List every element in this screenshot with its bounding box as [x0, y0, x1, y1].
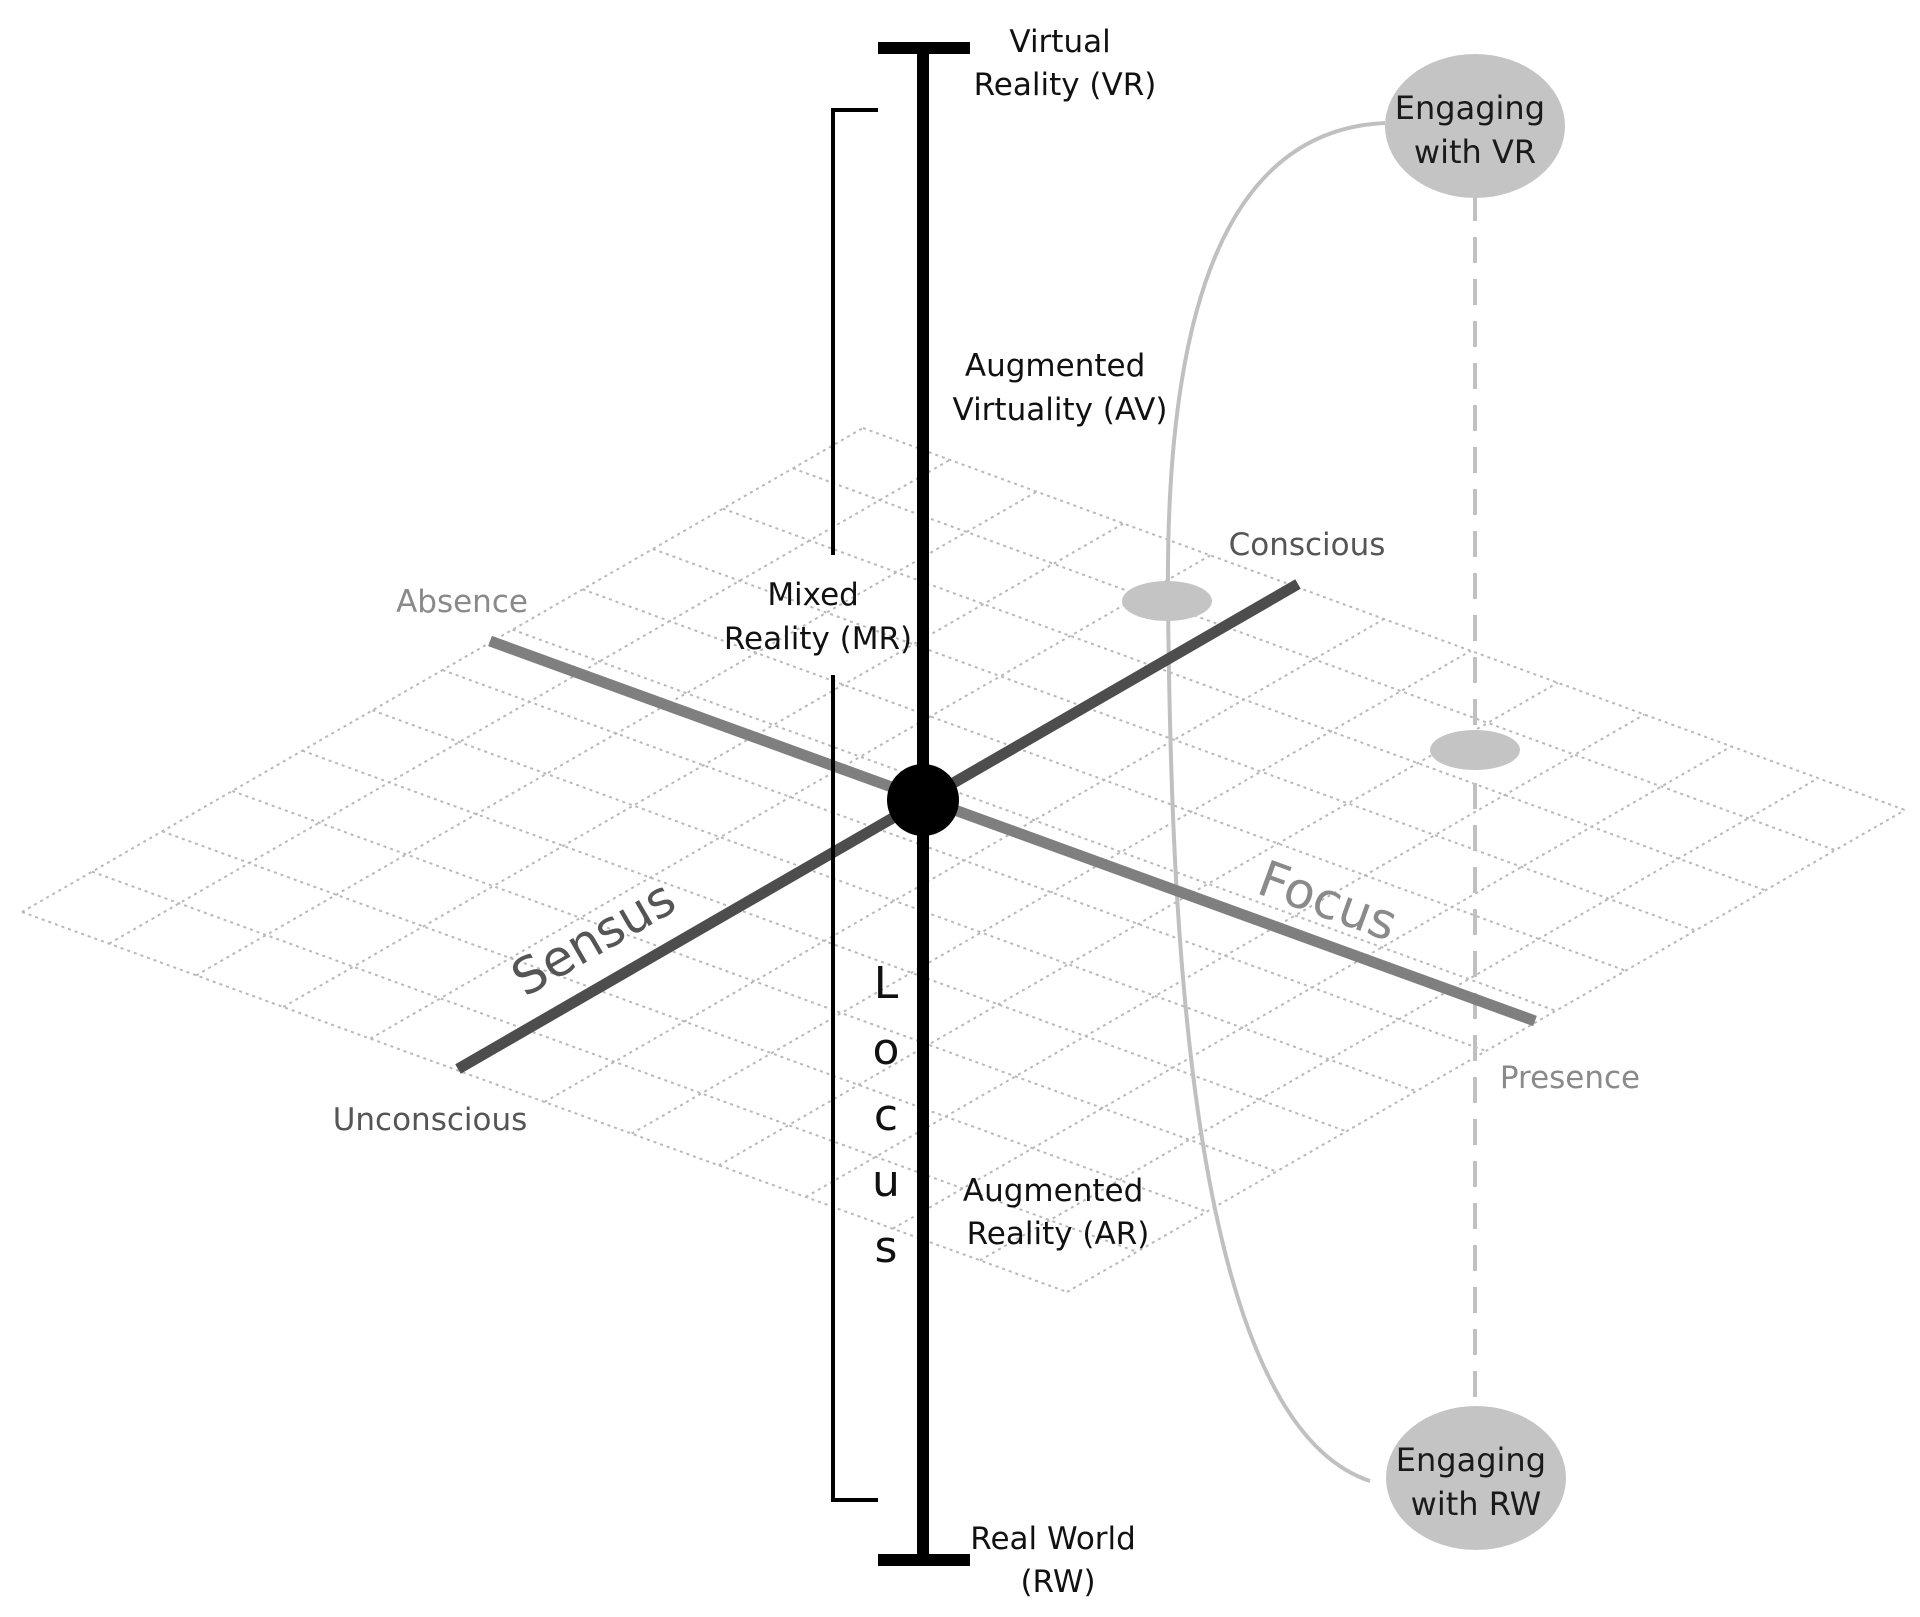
locus-letter: u — [872, 1156, 900, 1207]
label-conscious: Conscious — [1229, 527, 1386, 563]
grid-line — [892, 745, 1732, 1230]
label-augmented-reality: Augmented Reality (AR) — [963, 1173, 1153, 1252]
grid-line — [862, 427, 1906, 811]
label-virtual-reality: Virtual Reality (VR) — [974, 24, 1157, 103]
node-engaging-vr-shape — [1385, 54, 1565, 198]
engagement-curve — [1165, 121, 1386, 1483]
node-engaging-vr: Engaging with VR — [1385, 54, 1565, 198]
locus-letter: L — [874, 958, 899, 1009]
grid-line — [544, 618, 1385, 1103]
node-engaging-rw-shape — [1386, 1406, 1566, 1550]
grid-line — [805, 713, 1645, 1198]
grid-line — [979, 777, 1819, 1262]
label-augmented-virtuality: Augmented Virtuality (AV) — [953, 348, 1168, 428]
locus-letter: s — [875, 1222, 898, 1273]
locus-axis-name: L o c u s — [872, 958, 900, 1273]
dashed-intersection-marker — [1430, 730, 1520, 770]
label-presence: Presence — [1500, 1060, 1640, 1096]
label-real-world: Real World (RW) — [970, 1521, 1145, 1600]
grid-line — [231, 790, 1277, 1173]
grid-line — [792, 467, 1836, 852]
label-unconscious: Unconscious — [333, 1102, 528, 1138]
locus-letter: c — [874, 1090, 898, 1141]
grid-line — [652, 548, 1696, 932]
sensus-axis — [455, 579, 1301, 1074]
mixed-reality-bracket-lower — [831, 675, 878, 1502]
origin-point — [887, 764, 959, 836]
curve-intersection-marker — [1122, 581, 1212, 621]
label-mixed-reality: Mixed Reality (MR) — [724, 577, 912, 657]
grid-line — [722, 507, 1766, 892]
node-engaging-vr-label: Engaging with VR — [1395, 89, 1555, 171]
mixed-reality-bracket-upper — [831, 108, 878, 555]
grid-line — [369, 554, 1211, 1040]
grid-line — [1066, 809, 1906, 1293]
grid-line — [631, 649, 1472, 1135]
node-engaging-rw-label: Engaging with RW — [1396, 1441, 1556, 1523]
grid-line — [512, 628, 1557, 1012]
focus-axis-name: Focus — [1251, 849, 1405, 952]
ground-plane-grid — [21, 427, 1906, 1293]
label-absence: Absence — [396, 584, 528, 620]
grid-line — [282, 522, 1124, 1008]
grid-line — [91, 870, 1138, 1253]
grid-line — [718, 681, 1559, 1167]
grid-line — [372, 709, 1417, 1093]
locus-letter: o — [873, 1024, 900, 1075]
node-engaging-rw: Engaging with RW — [1386, 1406, 1566, 1550]
grid-line — [195, 490, 1038, 977]
focus-axis — [488, 635, 1537, 1027]
